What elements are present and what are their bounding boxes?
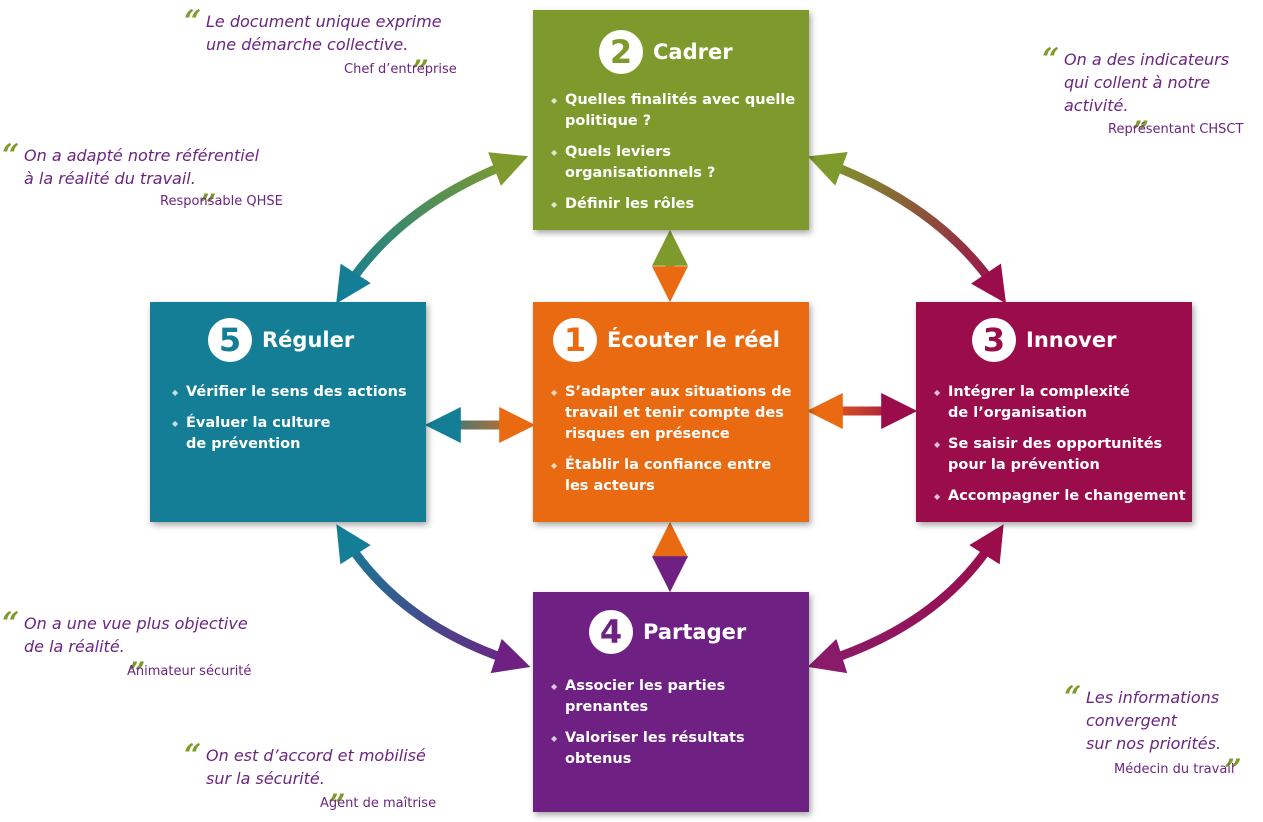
quote-representant-chsct: “On a des indicateurs qui collent à notr…	[1042, 42, 1257, 143]
step-number-badge: 5	[208, 318, 252, 362]
quote-author: Responsable QHSE	[160, 194, 283, 209]
step-title: Partager	[643, 620, 747, 644]
step-number-badge: 2	[599, 30, 643, 74]
quote-text: On a une vue plus objective de la réalit…	[24, 614, 248, 656]
step-item: S’adapter aux situations de travail et t…	[551, 382, 799, 445]
step-items: Associer les parties prenantes Valoriser…	[551, 676, 751, 780]
step-reguler-header: 5 Réguler	[208, 318, 354, 362]
step-item: Valoriser les résultats obtenus	[551, 728, 751, 770]
step-item: Quels leviers organisationnels ?	[551, 142, 801, 184]
close-quote-icon: „	[1132, 98, 1150, 133]
quote-author: Chef d’entreprise	[344, 62, 457, 77]
open-quote-icon: “	[184, 738, 202, 773]
open-quote-icon: “	[1042, 42, 1060, 77]
open-quote-icon: “	[2, 138, 20, 173]
step-title: Écouter le réel	[607, 328, 780, 352]
quote-agent-maitrise: “On est d’accord et mobilisé sur la sécu…	[184, 738, 484, 816]
quote-author: Médecin du travail	[1114, 762, 1235, 777]
step-items: S’adapter aux situations de travail et t…	[551, 382, 799, 507]
step-innover-header: 3 Innover	[972, 318, 1116, 362]
step-item: Accompagner le changement	[934, 486, 1189, 507]
quote-text: On est d’accord et mobilisé sur la sécur…	[206, 746, 426, 788]
quote-chef-entreprise: “Le document unique exprime une démarche…	[184, 4, 484, 82]
quote-text: On a adapté notre référentiel à la réali…	[24, 146, 260, 188]
step-items: Quelles finalités avec quelle politique …	[551, 90, 801, 225]
step-number-badge: 4	[589, 610, 633, 654]
step-innover-box: 3 Innover Intégrer la complexité de l’or…	[916, 302, 1192, 522]
quote-text: Le document unique exprime une démarche …	[206, 12, 442, 54]
step-title: Innover	[1026, 328, 1117, 352]
quote-author: Animateur sécurité	[127, 664, 252, 679]
step-ecouter-header: 1 Écouter le réel	[553, 318, 780, 362]
step-item: Intégrer la complexité de l’organisation	[934, 382, 1148, 424]
step-reguler-box: 5 Réguler Vérifier le sens des actions É…	[150, 302, 426, 522]
open-quote-icon: “	[184, 4, 202, 39]
step-cadrer-box: 2 Cadrer Quelles finalités avec quelle p…	[533, 10, 809, 230]
quote-responsable-qhse: “On a adapté notre référentiel à la réal…	[2, 138, 312, 216]
close-quote-icon: „	[1225, 736, 1243, 771]
step-items: Vérifier le sens des actions Évaluer la …	[172, 382, 412, 465]
arc-cadrer-innover	[807, 151, 1007, 304]
arc-innover-partager	[807, 524, 1004, 674]
step-number-badge: 3	[972, 318, 1016, 362]
quote-animateur-securite: “On a une vue plus objective de la réali…	[2, 606, 302, 684]
arc-cadrer-reguler	[336, 152, 529, 304]
step-item: Définir les rôles	[551, 194, 801, 215]
step-title: Réguler	[262, 328, 355, 352]
step-item: Quelles finalités avec quelle politique …	[551, 90, 801, 132]
close-quote-icon: „	[412, 37, 430, 72]
quote-text: On a des indicateurs qui collent à notre…	[1064, 50, 1230, 115]
step-item: Évaluer la culture de prévention	[172, 413, 336, 455]
step-item: Associer les parties prenantes	[551, 676, 751, 718]
step-cadrer-header: 2 Cadrer	[599, 30, 733, 74]
step-item: Établir la confiance entre les acteurs	[551, 455, 799, 497]
step-items: Intégrer la complexité de l’organisation…	[934, 382, 1189, 517]
arc-reguler-partager	[336, 524, 531, 674]
step-partager-box: 4 Partager Associer les parties prenante…	[533, 592, 809, 812]
step-item: Se saisir des opportunités pour la préve…	[934, 434, 1173, 476]
quote-author: Agent de maîtrise	[320, 796, 437, 811]
close-quote-icon: „	[328, 771, 347, 806]
step-item: Vérifier le sens des actions	[172, 382, 412, 403]
step-title: Cadrer	[653, 40, 733, 64]
step-partager-header: 4 Partager	[589, 610, 746, 654]
step-number-badge: 1	[553, 318, 597, 362]
step-ecouter-box: 1 Écouter le réel S’adapter aux situatio…	[533, 302, 809, 522]
open-quote-icon: “	[1064, 680, 1082, 715]
close-quote-icon: „	[199, 171, 218, 206]
quote-medecin-travail: “Les informations convergent sur nos pri…	[1064, 680, 1259, 781]
quote-author: Représentant CHSCT	[1108, 122, 1244, 137]
quote-text: Les informations convergent sur nos prio…	[1086, 688, 1222, 753]
open-quote-icon: “	[2, 606, 20, 641]
close-quote-icon: „	[128, 639, 147, 674]
